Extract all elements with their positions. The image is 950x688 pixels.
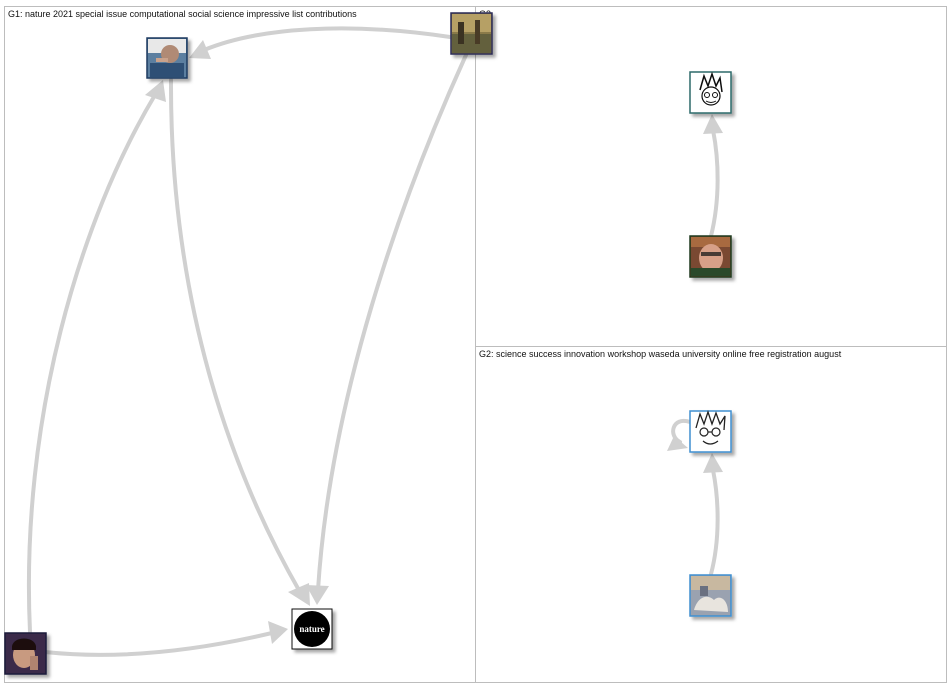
- node-g3-man[interactable]: [689, 235, 732, 278]
- node-g1-young-man[interactable]: [4, 632, 47, 675]
- edge-painting-to-nature: [316, 53, 468, 592]
- group-panel-g2: G2: science success innovation workshop …: [475, 346, 947, 683]
- group-g1-title: G1: nature 2021 special issue computatio…: [8, 9, 357, 19]
- arrowhead: [667, 436, 688, 451]
- group-g2-title: G2: science success innovation workshop …: [479, 349, 842, 359]
- edge-professor-to-nature: [168, 78, 302, 594]
- arrowhead: [306, 585, 329, 605]
- node-g1-painting[interactable]: [450, 12, 493, 55]
- node-g2-cartoon[interactable]: [689, 409, 732, 453]
- arrowhead: [189, 40, 211, 59]
- group-panel-g3: G3: [475, 6, 947, 347]
- arrowhead: [703, 453, 723, 473]
- edges: [26, 26, 723, 657]
- node-g3-cartoon[interactable]: [689, 71, 732, 114]
- arrowhead: [703, 114, 723, 134]
- node-g2-photo[interactable]: [689, 574, 732, 617]
- arrowhead: [268, 621, 288, 644]
- edge-youngman-to-professor: [26, 93, 157, 634]
- nature-logo-text: nature: [299, 624, 324, 634]
- arrowhead: [288, 583, 310, 606]
- node-g1-nature[interactable]: nature: [291, 608, 333, 650]
- group-panel-g1: G1: nature 2021 special issue computatio…: [4, 6, 476, 683]
- node-g1-professor[interactable]: [146, 37, 188, 79]
- edge-painting-to-professor: [202, 26, 452, 52]
- edge-g3-man-to-cartoon: [709, 128, 720, 238]
- edge-youngman-to-nature: [43, 631, 274, 657]
- arrowhead: [145, 80, 166, 102]
- nodes: nature: [4, 12, 732, 675]
- edge-g2-photo-to-cartoon: [709, 468, 720, 576]
